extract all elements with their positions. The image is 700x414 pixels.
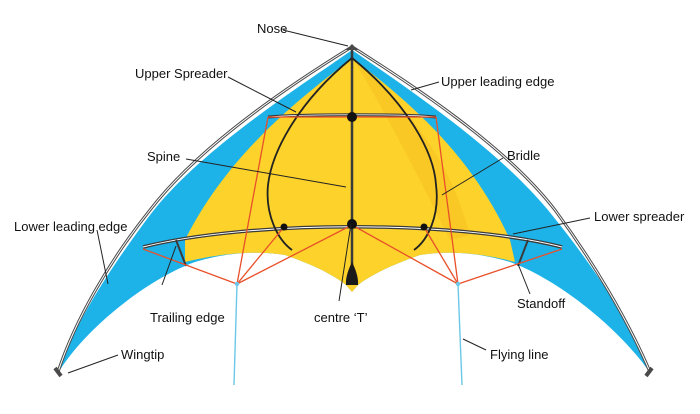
lower-spreader-joint-right (420, 223, 428, 231)
label-upper-spreader: Upper Spreader (135, 66, 228, 81)
lower-spreader-joint-left (280, 223, 288, 231)
bridle-loop (266, 57, 353, 251)
centre-t-tab (345, 262, 359, 285)
standoff-left (175, 239, 187, 267)
wingtip-left (53, 366, 63, 378)
label-wingtip: Wingtip (121, 347, 164, 362)
bridle-lines (142, 116, 563, 285)
label-flying-line: Flying line (490, 347, 549, 362)
wingtip-right (644, 366, 654, 378)
label-nose: Nose (257, 21, 287, 36)
label-centre-t: centre ‘T’ (314, 310, 368, 325)
label-upper-leading-edge: Upper leading edge (441, 74, 554, 89)
sail-yellow-shade (355, 62, 470, 240)
leading-edge-right-inner (353, 47, 651, 373)
leader-lines (67, 29, 591, 374)
upper-spreader-joint (347, 112, 357, 122)
sail-yellow (185, 58, 515, 292)
label-lower-spreader: Lower spreader (594, 209, 685, 224)
label-spine: Spine (147, 149, 180, 164)
leading-edge-left-inner (57, 47, 351, 373)
label-trailing-edge: Trailing edge (150, 310, 225, 325)
bridle-tow-point-right (455, 281, 461, 287)
flying-line-right (457, 283, 463, 386)
label-bridle: Bridle (507, 148, 540, 163)
standoff-right (517, 239, 529, 267)
label-lower-leading-edge: Lower leading edge (14, 219, 127, 234)
nose-cap (346, 44, 358, 50)
label-standoff: Standoff (517, 296, 566, 311)
centre-t-joint (347, 219, 357, 229)
flying-line-left (233, 283, 238, 386)
bridle-tow-point-left (234, 281, 240, 287)
